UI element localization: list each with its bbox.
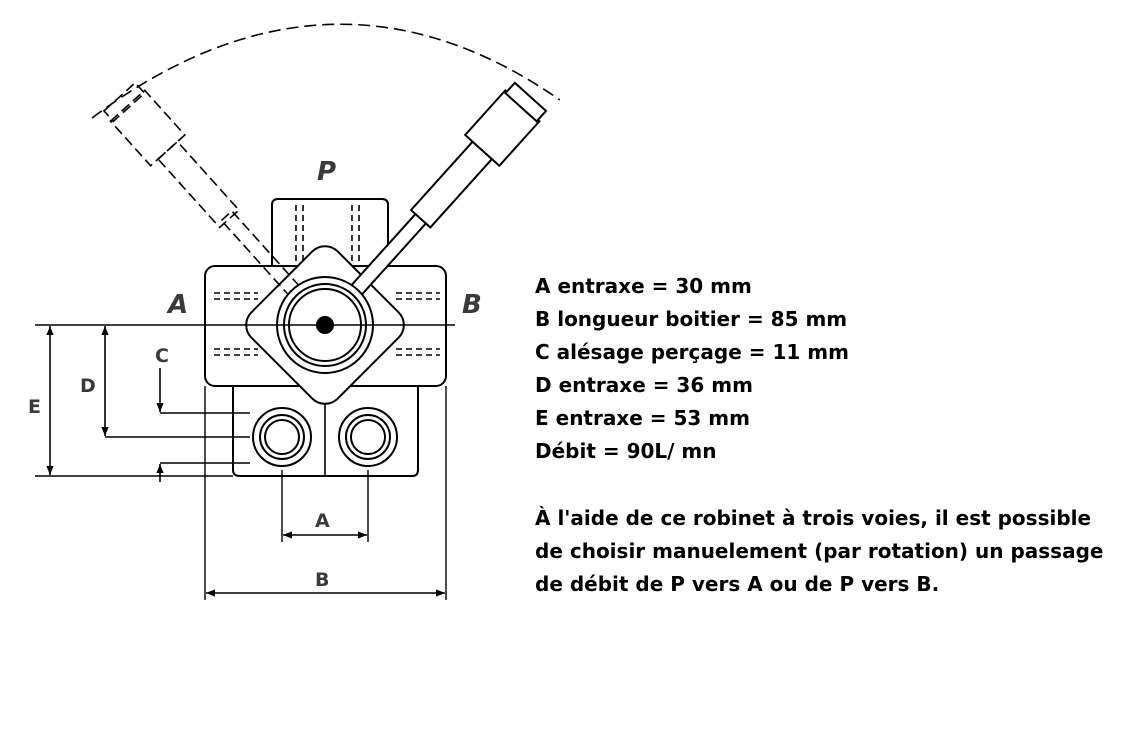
dimension-label-b: B (315, 569, 329, 591)
spec-debit: Débit = 90L/ mn (535, 439, 717, 463)
outlet-port-right (338, 407, 398, 467)
dimension-label-a: A (315, 510, 330, 532)
dimension-label-d: D (80, 375, 96, 397)
specifications-list: A entraxe = 30 mm B longueur boitier = 8… (535, 270, 1125, 468)
spec-a-entraxe: A entraxe = 30 mm (535, 274, 752, 298)
description-paragraph: À l'aide de ce robinet à trois voies, il… (535, 506, 1104, 596)
side-bore-lines (214, 292, 440, 356)
dimension-label-c: C (155, 345, 169, 367)
port-label-a: A (166, 290, 188, 320)
valve-technical-drawing: P A B E D C A B (28, 23, 560, 600)
spec-b-longueur: B longueur boitier = 85 mm (535, 307, 848, 331)
outlet-port-left (252, 407, 312, 467)
spec-c-alesage: C alésage perçage = 11 mm (535, 340, 849, 364)
port-label-b: B (462, 290, 482, 320)
port-label-p: P (317, 157, 336, 187)
spec-e-entraxe: E entraxe = 53 mm (535, 406, 750, 430)
spec-d-entraxe: D entraxe = 36 mm (535, 373, 753, 397)
dimension-label-e: E (28, 396, 41, 418)
rotation-arc (91, 23, 560, 119)
